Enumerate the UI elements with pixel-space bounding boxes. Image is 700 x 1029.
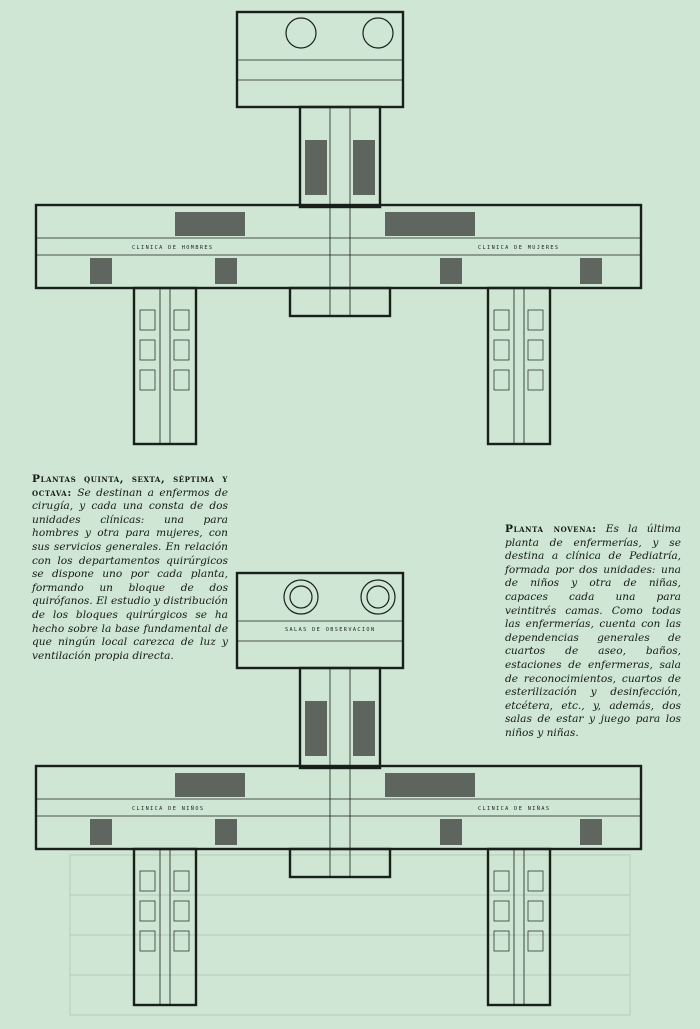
caption-right-lead: Planta novena: bbox=[505, 523, 597, 535]
hall-label-observation: SALAS DE OBSERVACION bbox=[285, 627, 375, 633]
ward-label-women: CLINICA DE MUJERES bbox=[478, 245, 559, 251]
caption-floors-5-8: Plantas quinta, sexta, séptima y octava:… bbox=[32, 473, 228, 663]
floor-plan-floor-9: SALAS DE OBSERVACION CLINICA DE NIÑOS CL… bbox=[34, 571, 643, 1016]
caption-left-lead: Plantas quinta, sexta, séptima y octava: bbox=[32, 473, 228, 499]
ward-label-boys: CLINICA DE NIÑOS bbox=[132, 805, 204, 812]
caption-floor-9: Planta novena: Es la última planta de en… bbox=[505, 523, 681, 741]
caption-left-body: Se destinan a enfermos de cirugía, y cad… bbox=[32, 486, 228, 662]
ward-label-men: CLINICA DE HOMBRES bbox=[132, 245, 213, 251]
floor-plan-floors-5-8: CLINICA DE HOMBRES CLINICA DE MUJERES bbox=[34, 10, 643, 446]
caption-right-body: Es la última planta de enfermerías, y se… bbox=[505, 523, 681, 739]
ward-label-girls: CLINICA DE NIÑAS bbox=[478, 805, 550, 812]
